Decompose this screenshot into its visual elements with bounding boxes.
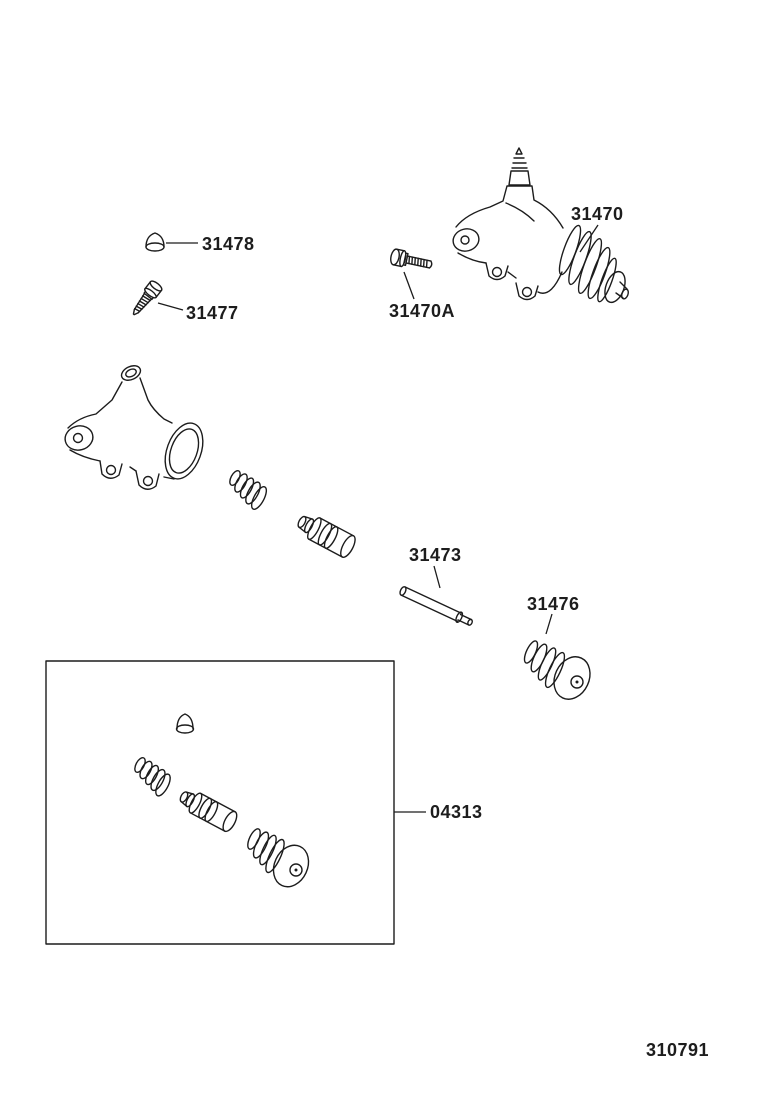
part-label-31478[interactable]: 31478	[202, 234, 255, 254]
boot-31476	[523, 640, 591, 700]
leader-line-31470	[579, 224, 599, 253]
kit-cap	[175, 713, 195, 734]
cap-part-31478	[145, 232, 165, 252]
part-label-31476[interactable]: 31476	[527, 594, 580, 614]
push-rod-31473	[399, 586, 473, 626]
bleeder-screw-31477	[132, 280, 163, 316]
cylinder-body	[64, 365, 204, 490]
part-label-31470A[interactable]: 31470A	[389, 301, 455, 321]
leader-line-31473	[433, 565, 441, 589]
part-label-04313[interactable]: 04313	[430, 802, 483, 822]
cylinder-piston	[297, 515, 356, 558]
bolt-31470A	[390, 248, 433, 269]
repair-kit-box	[45, 660, 395, 945]
kit-spring	[134, 756, 171, 797]
kit-piston	[179, 791, 238, 833]
piston-spring	[229, 469, 268, 510]
slave-cylinder-assembly-31470	[452, 147, 629, 304]
leader-line-31476	[545, 613, 553, 635]
part-label-31477[interactable]: 31477	[186, 303, 239, 323]
leader-line-31470A	[403, 271, 415, 300]
kit-boot	[247, 828, 310, 888]
figure-number: 310791	[646, 1040, 709, 1060]
leader-line-31477	[157, 302, 184, 311]
part-label-31473[interactable]: 31473	[409, 545, 462, 565]
part-label-31470[interactable]: 31470	[571, 204, 624, 224]
